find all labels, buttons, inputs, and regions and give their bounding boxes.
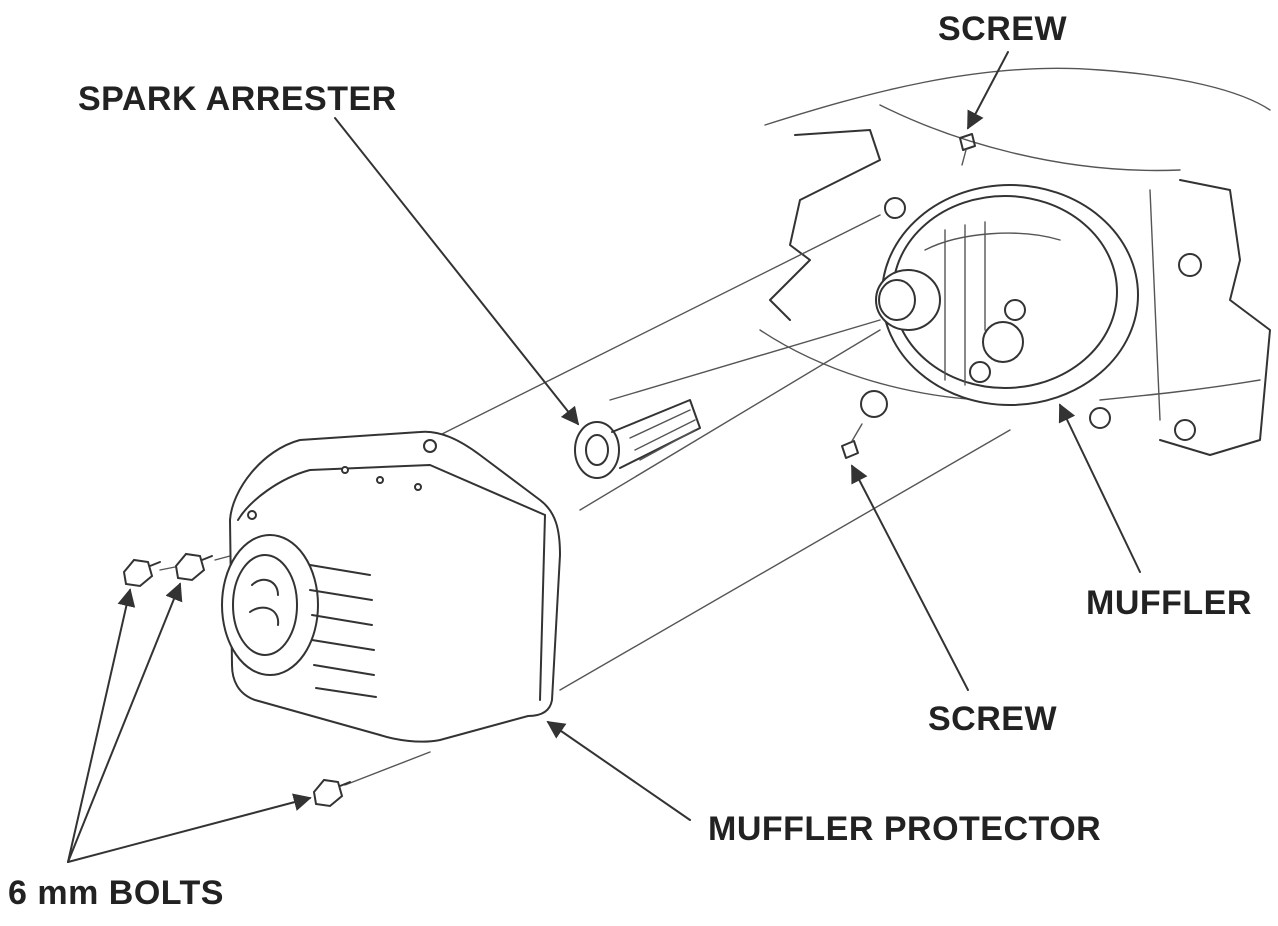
label-6mm-bolts: 6 mm BOLTS <box>8 874 224 912</box>
bolt-2 <box>174 552 213 582</box>
label-muffler-protector: MUFFLER PROTECTOR <box>708 810 1102 848</box>
alignment-lines <box>159 214 1011 786</box>
screw-bottom-part <box>841 423 863 459</box>
arrow-spark-arrester <box>334 117 580 426</box>
bolt-3 <box>312 778 351 808</box>
engine-block <box>759 67 1271 456</box>
arrow-screw-bottom <box>851 464 969 691</box>
arrow-screw-top <box>967 51 1009 130</box>
spark-arrester-part <box>574 399 701 479</box>
label-screw-bottom: SCREW <box>928 700 1058 738</box>
bolt-1 <box>122 558 161 588</box>
label-muffler: MUFFLER <box>1086 584 1252 622</box>
arrow-bolt-1 <box>67 588 136 863</box>
arrow-bolt-3 <box>67 793 312 863</box>
muffler-body <box>875 184 1139 406</box>
arrow-bolt-2 <box>67 582 183 863</box>
label-spark-arrester: SPARK ARRESTER <box>78 80 397 118</box>
muffler-protector-part <box>221 430 562 743</box>
label-screw-top: SCREW <box>938 10 1068 48</box>
arrow-muffler-protector <box>546 720 691 821</box>
screw-top-part <box>959 133 976 166</box>
arrow-muffler <box>1058 403 1141 573</box>
leader-arrows <box>67 51 1141 863</box>
